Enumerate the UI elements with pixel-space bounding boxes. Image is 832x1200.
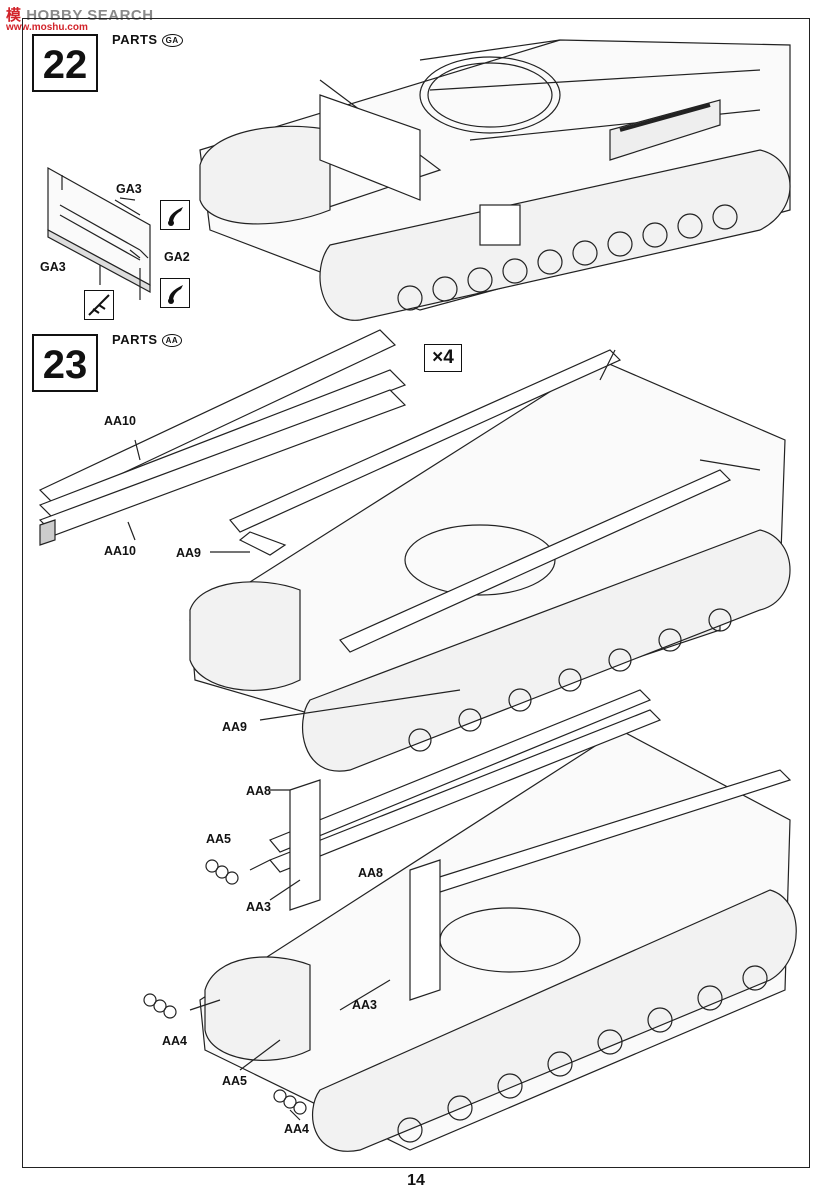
step-22-number: 22 xyxy=(32,34,98,92)
watermark-brand: 模 HOBBY SEARCH xyxy=(6,7,154,24)
step-23-number: 23 xyxy=(32,334,98,392)
tank-step22 xyxy=(199,39,791,321)
glue-drop-icon xyxy=(160,278,190,308)
label-aa10-bottom: AA10 xyxy=(104,544,136,558)
label-aa9-bottom: AA9 xyxy=(222,720,248,734)
tank-mid-23 xyxy=(189,349,791,772)
aa10-bars xyxy=(38,329,407,546)
road-wheels-mid xyxy=(408,608,732,752)
page-number: 14 xyxy=(407,1172,425,1189)
tank-bottom-23 xyxy=(199,689,797,1152)
label-aa3-left: AA3 xyxy=(246,900,272,914)
cutter-icon xyxy=(84,290,114,320)
quantity-badge: ×4 xyxy=(424,344,462,372)
label-aa10-top: AA10 xyxy=(104,414,136,428)
label-aa5-bottom: AA5 xyxy=(222,1074,248,1088)
label-aa8-right: AA8 xyxy=(358,866,384,880)
page-frame xyxy=(22,18,810,1168)
aa5-parts-top xyxy=(205,859,239,885)
label-aa8-left: AA8 xyxy=(246,784,272,798)
glue-drop-icon xyxy=(160,200,190,230)
track-left-22 xyxy=(199,125,331,225)
label-aa5-top: AA5 xyxy=(206,832,232,846)
ga-subassembly xyxy=(47,166,151,294)
road-wheels-22 xyxy=(397,204,738,311)
label-ga3-top: GA3 xyxy=(116,182,142,196)
aa4-parts-left xyxy=(143,993,177,1019)
label-aa9-left: AA9 xyxy=(176,546,202,560)
label-aa4-bottom: AA4 xyxy=(284,1122,310,1136)
parts-aa-badge: AA xyxy=(161,334,183,348)
watermark-url: www.moshu.com xyxy=(6,22,88,33)
parts-ga-badge: GA xyxy=(161,34,183,48)
label-ga3-bottom: GA3 xyxy=(40,260,66,274)
track-right-22 xyxy=(319,149,791,321)
road-wheels-bottom xyxy=(397,965,768,1143)
label-ga2: GA2 xyxy=(164,250,190,264)
label-aa4-left: AA4 xyxy=(162,1034,188,1048)
label-aa3-right: AA3 xyxy=(352,998,378,1012)
aa4-parts-bottom xyxy=(273,1089,307,1115)
